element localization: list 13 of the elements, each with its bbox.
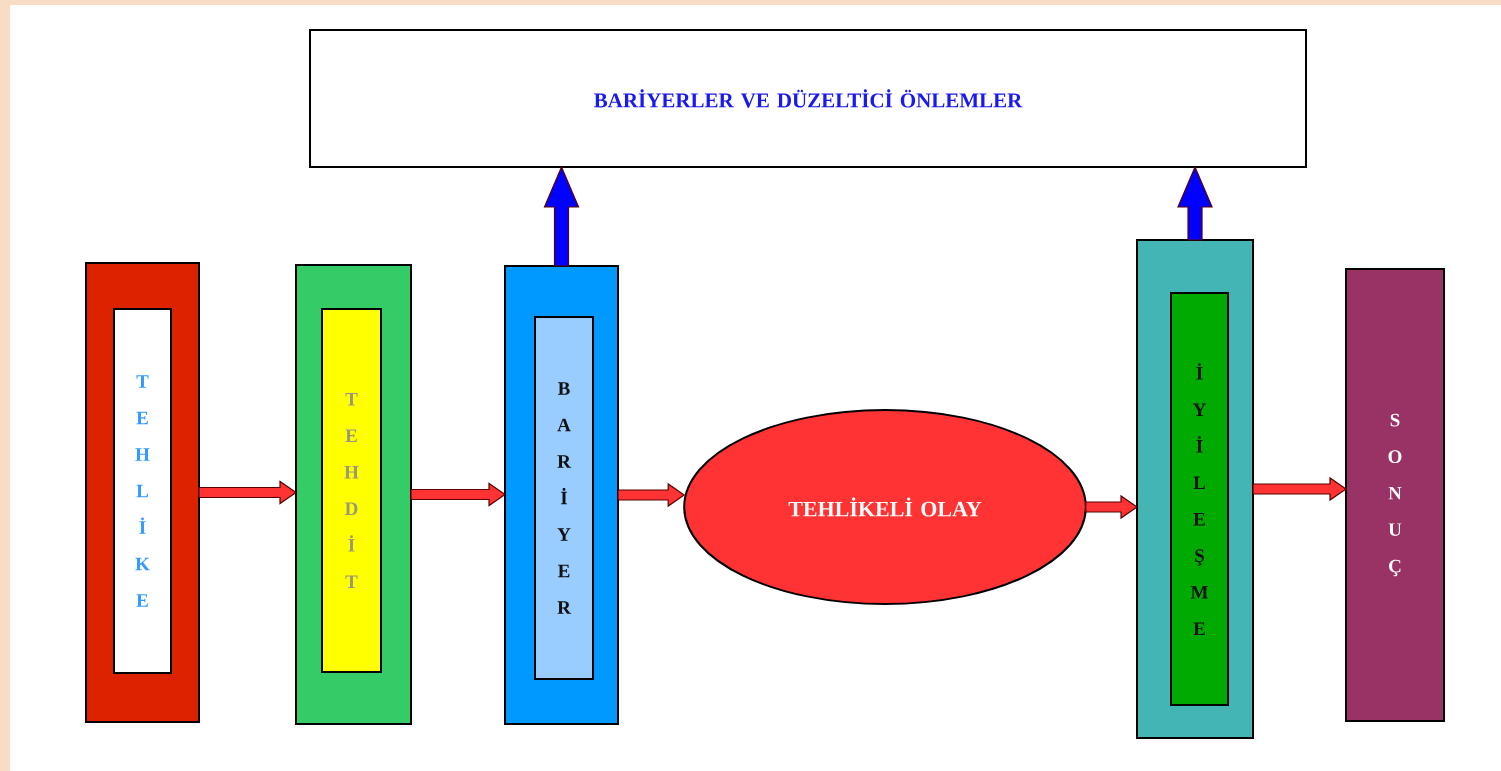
text-panel: BARİYER bbox=[534, 316, 594, 680]
title-box: BARİYERLER VE DÜZELTİCİ ÖNLEMLER bbox=[309, 29, 1307, 168]
block-arrow bbox=[198, 480, 298, 505]
block-arrow bbox=[1252, 476, 1348, 502]
text-panel: İYİLEŞME bbox=[1170, 292, 1229, 706]
block-arrow bbox=[1085, 494, 1139, 520]
block-arrow bbox=[543, 165, 580, 267]
block-arrow bbox=[1177, 165, 1213, 241]
result-box: SONUÇ bbox=[1345, 268, 1445, 722]
block-arrow bbox=[617, 482, 686, 508]
text-panel: TEHDİT bbox=[321, 308, 382, 673]
text-panel: TEHLİKE bbox=[113, 308, 172, 674]
block-arrow bbox=[410, 482, 507, 507]
